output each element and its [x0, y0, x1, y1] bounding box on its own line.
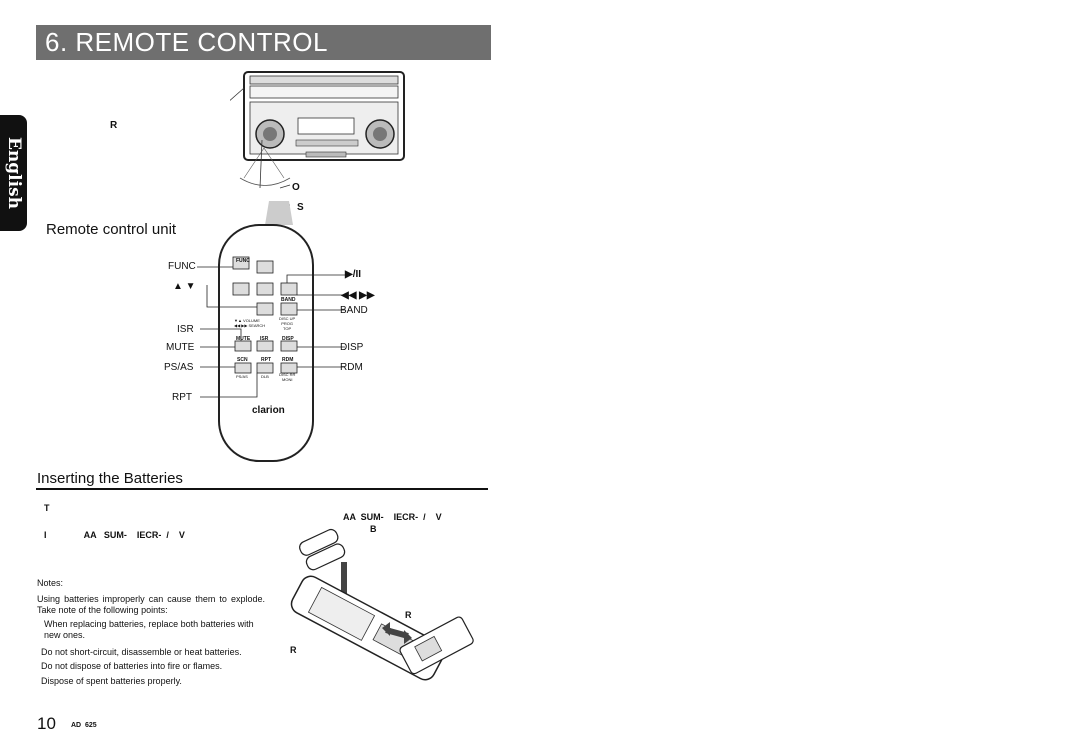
remote-key-dlb: DLB [261, 374, 269, 379]
note-bullet-4: Dispose of spent batteries properly. [41, 676, 182, 686]
remote-key-ps-as: PS/AS [236, 374, 248, 379]
batteries-line-t: T [44, 503, 50, 513]
remote-key-isr: ISR [260, 336, 269, 342]
notes-paragraph: Using batteries improperly can cause the… [37, 594, 265, 615]
callout-isr: ISR [177, 324, 194, 335]
figure-label-r2: R [290, 645, 297, 655]
remote-key-scn: SCN [237, 357, 248, 363]
remote-key-disp: DISP [282, 336, 294, 342]
note-bullet-1: When replacing batteries, replace both b… [44, 619, 254, 640]
callout-func: FUNC [168, 261, 196, 272]
receiver-label-s: S [297, 202, 304, 213]
remote-key-disc-rr: DISC RR MONI [279, 372, 296, 382]
batteries-line-i: I AA SUM- IECR- / V [44, 530, 185, 540]
callout-up-down: ▲ ▼ [173, 281, 196, 292]
battery-insertion-illustration [290, 528, 474, 681]
receiver-label-r: R [110, 120, 118, 131]
remote-brand-logo: clarion [252, 405, 285, 416]
callout-play-pause: ▶/II [345, 269, 362, 280]
remote-key-rdm: RDM [282, 357, 294, 363]
remote-key-volume: ▼▲ VOLUME [234, 318, 260, 323]
callout-disp: DISP [340, 342, 364, 353]
callout-rpt: RPT [172, 392, 192, 403]
figure-label-b: B [370, 524, 377, 534]
callout-band: BAND [340, 305, 368, 316]
remote-key-disc-up: DISC UP PROG TOP [279, 316, 296, 331]
language-tab: English [0, 115, 27, 231]
section-title: 6. REMOTE CONTROL [45, 27, 328, 57]
remote-key-rpt: RPT [261, 357, 271, 363]
remote-key-mute: MUTE [236, 336, 251, 342]
batteries-heading: Inserting the Batteries [37, 470, 183, 487]
note-bullet-2: Do not short-circuit, disassemble or hea… [41, 647, 242, 657]
page-number: 10 [37, 714, 56, 733]
remote-control-illustration [197, 201, 345, 462]
language-tab-label: English [3, 136, 24, 210]
remote-key-band: BAND [281, 297, 296, 303]
figure-label-aa: AA SUM- IECR- / V [343, 512, 442, 522]
callout-rdm: RDM [340, 362, 363, 373]
section-title-bar: 6. REMOTE CONTROL [36, 25, 491, 60]
receiver-label-o: O [292, 182, 300, 193]
section-rule [36, 488, 488, 490]
remote-heading: Remote control unit [46, 221, 177, 238]
head-unit-illustration [230, 71, 405, 206]
note-bullet-3: Do not dispose of batteries into fire or… [41, 661, 223, 671]
callout-ps-as: PS/AS [164, 362, 194, 373]
callout-prev-next: ◀◀ ▶▶ [341, 290, 375, 301]
notes-title: Notes: [37, 578, 64, 588]
remote-key-search: ◀◀ ▶▶ SEARCH [234, 323, 266, 328]
figure-label-r1: R [405, 610, 412, 620]
remote-key-func: FUNC [236, 258, 250, 264]
model-number: AD 625 [71, 722, 97, 729]
callout-mute: MUTE [166, 342, 195, 353]
